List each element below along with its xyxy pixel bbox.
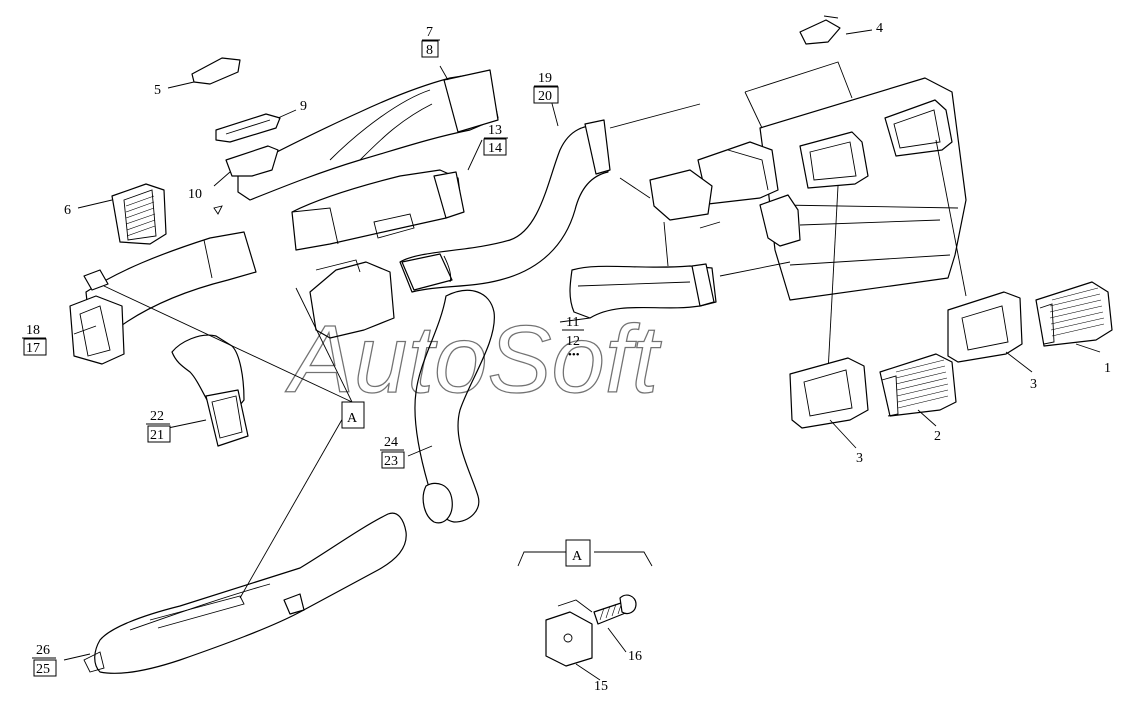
part-10 (213, 145, 279, 215)
part-4-cap (799, 15, 841, 45)
part-19-20-duct (399, 119, 611, 293)
label-14: 14 (488, 141, 502, 156)
part-3-bezel-left (789, 357, 869, 429)
part-23-24-duct (414, 289, 495, 524)
label-7: 7 (426, 25, 433, 40)
label-3b: 3 (856, 451, 863, 466)
label-22: 22 (150, 409, 164, 424)
callout-a-box: A (341, 401, 365, 429)
label-2: 2 (934, 429, 941, 444)
label-5: 5 (154, 83, 161, 98)
label-9: 9 (300, 99, 307, 114)
label-leaders (63, 29, 1101, 681)
detail-a-title-box: A (565, 539, 591, 567)
part-13-14-duct (291, 169, 465, 251)
part-15-clip (545, 599, 593, 667)
label-12-note: ••• (568, 349, 580, 361)
callout-a-leaders (103, 285, 353, 599)
part-9 (215, 113, 281, 143)
part-6-vent (111, 183, 167, 245)
label-4: 4 (876, 21, 883, 36)
label-11: 11 (566, 315, 579, 330)
panel-leader-lines (609, 61, 967, 373)
callout-labels: 1 2 3 3 4 5 6 7 8 9 10 11 12 ••• 13 14 1… (22, 21, 1111, 694)
part-1-vent (1035, 281, 1113, 347)
label-10: 10 (188, 187, 202, 202)
label-19: 19 (538, 71, 552, 86)
center-riser-duct (309, 259, 395, 339)
part-11-12-duct (569, 263, 717, 319)
part-3-bezel-right (947, 291, 1023, 363)
label-21: 21 (150, 428, 164, 443)
part-2-vent (879, 353, 957, 417)
label-23: 23 (384, 454, 398, 469)
label-13: 13 (488, 123, 502, 138)
label-16: 16 (628, 649, 642, 664)
label-25: 25 (36, 662, 50, 677)
label-15: 15 (594, 679, 608, 694)
part-5 (191, 57, 241, 85)
watermark: AutoSoft (285, 306, 662, 413)
callout-a-label: A (347, 411, 358, 426)
label-8: 8 (426, 43, 433, 58)
instrument-panel (649, 77, 967, 301)
part-17-18-duct (69, 231, 257, 365)
label-26: 26 (36, 643, 50, 658)
label-17: 17 (26, 341, 40, 356)
label-6: 6 (64, 203, 71, 218)
part-21-22-duct (171, 334, 249, 447)
detail-a-title: A (572, 549, 583, 564)
detail-a-view (517, 551, 653, 667)
label-12: 12 (566, 334, 580, 349)
part-25-26-duct (83, 512, 407, 674)
part-7-8-duct (237, 69, 499, 201)
label-1: 1 (1104, 361, 1111, 376)
label-18: 18 (26, 323, 40, 338)
label-24: 24 (384, 435, 398, 450)
label-3a: 3 (1030, 377, 1037, 392)
label-20: 20 (538, 89, 552, 104)
part-16-screw (593, 594, 637, 625)
